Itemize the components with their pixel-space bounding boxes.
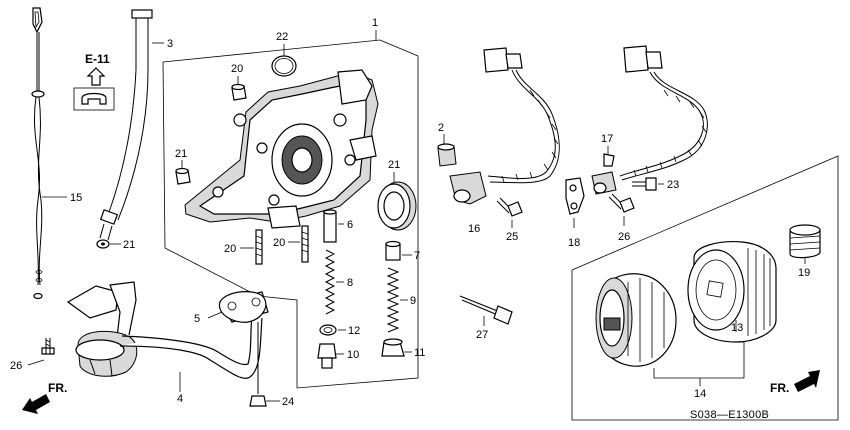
callout-8: 8 xyxy=(347,277,353,289)
plug-11 xyxy=(381,338,405,357)
callout-13: 13 xyxy=(731,322,743,334)
callout-1: 1 xyxy=(372,17,378,29)
bolt-26 xyxy=(249,322,267,407)
callout-10: 10 xyxy=(347,349,359,361)
callout-21-top: 20 xyxy=(231,63,243,75)
gasket-5 xyxy=(218,291,267,323)
fr-arrow-left-icon xyxy=(22,394,50,414)
callout-26: 24 xyxy=(282,396,294,408)
callout-5: 5 xyxy=(194,313,200,325)
ref-box xyxy=(73,87,115,111)
washer-12 xyxy=(319,324,337,336)
callout-16: 16 xyxy=(468,223,480,235)
callout-12: 12 xyxy=(348,325,360,337)
bolt-27-left xyxy=(496,197,523,217)
collar-2 xyxy=(437,143,457,167)
threaded-bolt-19 xyxy=(789,224,821,259)
fr-label-right: FR. xyxy=(770,381,789,395)
oil-seal-22 xyxy=(377,181,417,231)
o-ring-24 xyxy=(271,55,297,77)
fr-label-left: FR. xyxy=(48,381,67,395)
callout-4: 4 xyxy=(177,393,183,405)
ref-clip-icon xyxy=(81,92,107,105)
callout-27-right: 26 xyxy=(618,231,630,243)
callout-15: 15 xyxy=(70,192,82,204)
bolt-27-right xyxy=(608,193,635,213)
assembly-outline-1 xyxy=(162,39,419,389)
dowel-pin-21-left xyxy=(175,167,191,185)
sensor-16-harness xyxy=(449,47,560,205)
filter-base xyxy=(595,273,677,367)
callout-11: 11 xyxy=(414,347,425,359)
oil-strainer xyxy=(66,281,269,379)
callout-21-left: 21 xyxy=(175,148,187,160)
callout-19: 19 xyxy=(798,267,810,279)
oil-pump-body xyxy=(184,69,379,229)
callout-3: 3 xyxy=(167,38,173,50)
oil-filter xyxy=(687,241,777,343)
callout-20-left: 20 xyxy=(224,243,236,255)
ref-section-label: E-11 xyxy=(85,52,110,66)
spring-9 xyxy=(386,267,400,333)
callout-2: 2 xyxy=(438,122,444,134)
dipstick-tube xyxy=(99,9,153,241)
relief-valve-6 xyxy=(323,209,337,243)
callout-29: 27 xyxy=(476,329,488,341)
callout-24: 22 xyxy=(276,31,288,43)
fr-arrow-right-icon xyxy=(794,370,820,392)
bracket-18 xyxy=(565,177,585,215)
bolt-25 xyxy=(632,177,657,191)
spring-8 xyxy=(324,249,336,315)
bolt-28 xyxy=(41,338,55,355)
collar-7 xyxy=(385,240,401,261)
dowel-pin-21-top xyxy=(231,83,247,101)
ref-arrow-up-icon xyxy=(86,67,106,86)
callout-23: 21 xyxy=(123,239,135,251)
stud-20-left xyxy=(255,229,263,265)
callout-14: 14 xyxy=(694,388,706,400)
callout-17: 17 xyxy=(601,133,613,145)
callout-7: 7 xyxy=(414,250,420,262)
bolt-23 xyxy=(96,239,110,249)
bolt-29 xyxy=(459,295,513,325)
stud-20-right xyxy=(301,225,309,263)
callout-28: 26 xyxy=(10,360,22,372)
callout-25: 23 xyxy=(667,179,679,191)
filter-bracket xyxy=(571,155,839,421)
callout-27-left: 25 xyxy=(506,231,518,243)
diagram-code: S038—E1300B xyxy=(690,409,769,421)
plug-10 xyxy=(317,343,337,369)
callout-20-right: 20 xyxy=(273,237,285,249)
sensor-17-harness xyxy=(591,45,708,195)
callout-22: 21 xyxy=(388,159,400,171)
dipstick xyxy=(31,7,45,300)
callout-6: 6 xyxy=(347,219,353,231)
callout-18: 18 xyxy=(568,237,580,249)
callout-9: 9 xyxy=(410,295,416,307)
